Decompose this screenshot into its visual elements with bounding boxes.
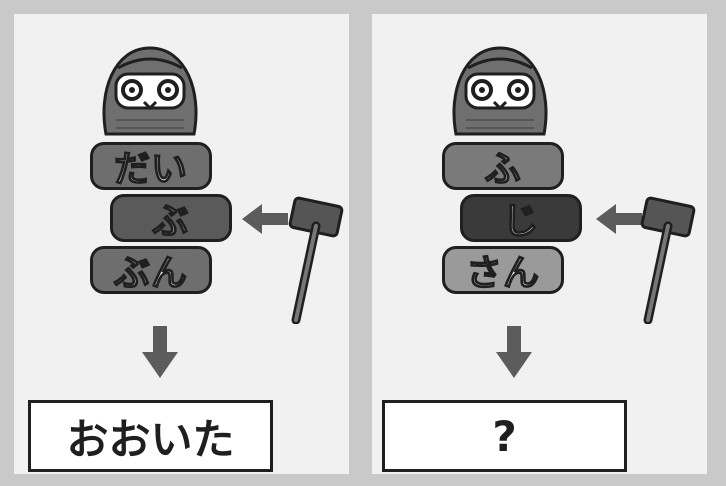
answer-text: おおいた: [66, 414, 235, 464]
block-label: ふ: [484, 148, 522, 191]
daruma-head-icon: [452, 46, 548, 136]
block-label: ぶん: [113, 252, 188, 295]
hammer-icon: [288, 196, 344, 324]
answer-box: ?: [382, 400, 627, 472]
daruma-block-2: じ: [460, 194, 582, 243]
daruma-block-1: だい: [90, 142, 212, 191]
arrow-left-icon: [242, 204, 288, 234]
daruma-head-icon: [102, 46, 198, 136]
hammer-icon: [640, 196, 696, 324]
left-puzzle-panel: だい ぶ ぶん おおいた: [14, 14, 349, 474]
answer-box: おおいた: [28, 400, 273, 472]
answer-text: ?: [492, 411, 517, 461]
arrow-down-icon: [142, 326, 178, 378]
block-label: さん: [465, 252, 540, 295]
daruma-block-1: ふ: [442, 142, 564, 191]
arrow-left-icon: [596, 204, 642, 234]
daruma-block-3: さん: [442, 246, 564, 295]
block-label: ぶ: [152, 200, 190, 243]
right-puzzle-panel: ふ じ さん ?: [372, 14, 707, 474]
daruma-block-3: ぶん: [90, 246, 212, 295]
block-label: じ: [502, 200, 540, 243]
arrow-down-icon: [496, 326, 532, 378]
block-label: だい: [113, 148, 188, 191]
daruma-block-2: ぶ: [110, 194, 232, 243]
